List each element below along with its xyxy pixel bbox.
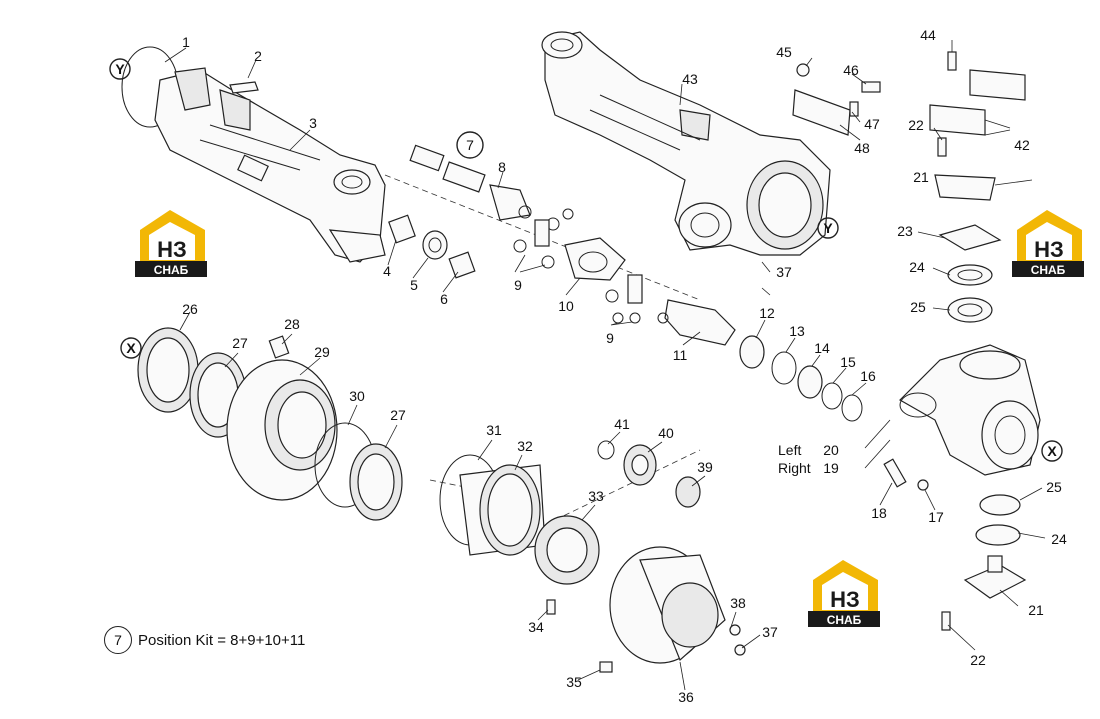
callout: 48 [854,140,870,156]
callout: 9 [606,330,614,346]
watermark-logo-bottom: НЗ СНАБ [808,560,880,627]
callout: 40 [658,425,674,441]
callout: 6 [440,291,448,307]
callout: 20 [823,442,839,458]
callout: 33 [588,488,604,504]
callout: 32 [517,438,533,454]
steering-knuckle [899,344,1041,476]
callout: 27 [390,407,406,423]
callout: 5 [410,277,418,293]
bearings-small [388,214,476,279]
callout: 11 [673,347,688,363]
callout: 3 [309,115,317,131]
callout: 4 [383,263,391,279]
callout: 38 [730,595,746,611]
legend-text: Position Kit = 8+9+10+11 [138,631,306,649]
callout: 27 [232,335,248,351]
kingpin-stack-upper [938,224,1002,323]
side-label-right: Right [778,460,811,476]
callout: 2 [254,48,262,64]
marker-x-left: X [120,337,142,359]
callout: 41 [614,416,630,432]
callout: 24 [1051,531,1067,547]
callout: 17 [928,509,944,525]
callout: 45 [776,44,792,60]
position-kit-legend: 7 Position Kit = 8+9+10+11 [104,626,305,654]
marker-x-left-label: X [126,340,136,356]
callout: 43 [682,71,698,87]
callout: 8 [498,159,506,175]
hub-seals [137,327,290,438]
axle-housing-left [121,46,386,263]
callout: 30 [349,388,365,404]
callout: 39 [697,459,713,475]
marker-x-right-label: X [1047,443,1057,459]
callout: 14 [814,340,830,356]
callout: 25 [1046,479,1062,495]
marker-y-left: Y [109,58,131,80]
marker-y-right: Y [817,217,839,239]
svg-text:СНАБ: СНАБ [154,263,189,277]
marker-x-right: X [1041,440,1063,462]
callout: 18 [871,505,887,521]
svg-text:НЗ: НЗ [830,587,860,612]
leader-lines [164,40,1046,691]
callout: 42 [1014,137,1030,153]
callout: 47 [864,116,880,132]
callout: 21 [913,169,929,185]
marker-y-right-label: Y [823,220,833,236]
callout: 9 [514,277,522,293]
callout: 22 [970,652,986,668]
callout-numbers: 1 2 3 4 5 6 7 8 9 9 10 11 12 13 14 15 16… [182,27,1067,705]
callout: 7 [466,137,474,153]
wheel-hub-flange [226,359,403,521]
callout: 15 [840,354,856,370]
svg-text:СНАБ: СНАБ [827,613,862,627]
side-right-text: Right [778,460,811,476]
callout: 22 [908,117,924,133]
callout: 31 [486,422,502,438]
callout: 12 [759,305,775,321]
callout: 24 [909,259,925,275]
callout: 36 [678,689,694,705]
side-label-left: Left [778,442,801,458]
callout: 29 [314,344,330,360]
svg-text:НЗ: НЗ [1034,237,1064,262]
side-left-text: Left [778,442,802,458]
callout: 21 [1028,602,1044,618]
hub-cover [599,546,746,673]
svg-text:СНАБ: СНАБ [1031,263,1066,277]
callout: 37 [762,624,778,640]
watermark-logo-left: НЗ СНАБ [135,210,207,277]
kit-marker-7 [456,131,484,159]
callout: 44 [920,27,936,43]
kingpin-stack-lower [883,458,1027,631]
callout: 1 [182,34,190,50]
callout: 28 [284,316,300,332]
marker-y-left-label: Y [115,61,125,77]
callout: 19 [823,460,839,476]
seal-rings [739,335,863,422]
brackets-upper-right [792,51,1026,201]
callout: 34 [528,619,544,635]
callout: 46 [843,62,859,78]
planetary-gearset [429,440,701,615]
watermark-logo-right: НЗ СНАБ [1012,210,1084,277]
callout: 26 [182,301,198,317]
callout: 23 [897,223,913,239]
svg-text:НЗ: НЗ [157,237,187,262]
callout: 35 [566,674,582,690]
callout: 25 [910,299,926,315]
drive-shaft-assembly [384,144,736,346]
legend-marker: 7 [104,626,132,654]
callout: 37 [776,264,792,280]
callout: 16 [860,368,876,384]
callout: 10 [558,298,574,314]
callout: 13 [789,323,805,339]
axle-housing-right [541,31,831,256]
